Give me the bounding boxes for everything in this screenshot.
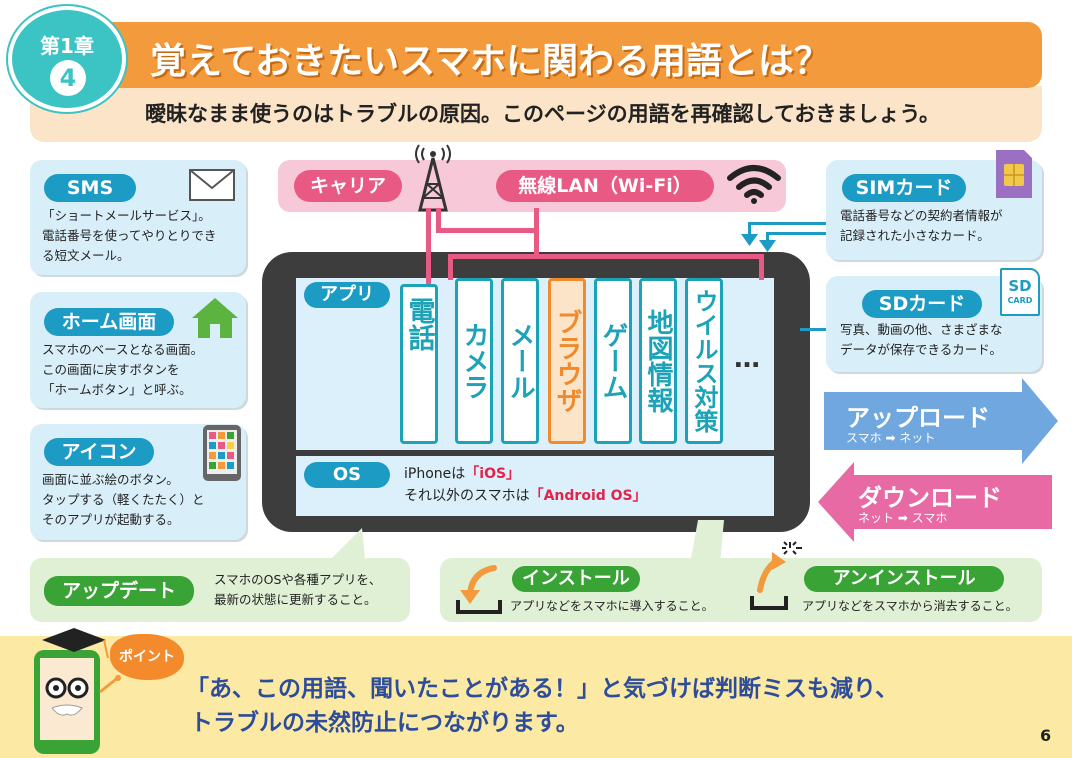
os-label: OS (304, 462, 390, 488)
wifi-label: 無線LAN（Wi-Fi） (496, 170, 714, 202)
update-desc-1: スマホのOSや各種アプリを、 (214, 572, 382, 587)
sms-card: SMS 「ショートメールサービス」。 電話番号を使ってやりとりでき る短文メール… (30, 160, 246, 275)
wifi-icon (727, 165, 781, 204)
sd-desc-1: 写真、動画の他、さまざまな (840, 322, 1003, 337)
sim-card-box: SIMカード 電話番号などの契約者情報が 記録された小さなカード。 (826, 150, 1042, 260)
sms-label: SMS (44, 174, 136, 202)
sms-desc-2: 電話番号を使ってやりとりでき (42, 228, 217, 243)
smartphone-mascot-icon (34, 628, 121, 754)
title-bar: 覚えておきたいスマホに関わる用語とは？ (80, 22, 1042, 88)
app-mail[interactable]: メール (501, 278, 539, 444)
smartphone-apps-icon (203, 425, 241, 481)
uninstall-label: アンインストール (804, 566, 1004, 592)
sd-card-icon: SD CARD (1000, 268, 1040, 316)
app-antivirus[interactable]: ウイルス対策 (685, 278, 723, 444)
point-badge (110, 634, 184, 680)
sd-card-box: SDカード SD CARD 写真、動画の他、さまざまな データが保存できるカード… (826, 268, 1042, 372)
sms-desc-1: 「ショートメールサービス」。 (42, 208, 211, 223)
app-phone[interactable]: 電話 (400, 284, 438, 444)
more-apps-ellipsis: … (734, 344, 760, 374)
antenna-tower-icon (415, 144, 451, 212)
page-number: 6 (1040, 726, 1052, 745)
app-map[interactable]: 地図情報 (639, 278, 677, 444)
os-iphone-text: iPhoneは (404, 466, 466, 482)
app-camera[interactable]: カメラ (455, 278, 493, 444)
download-label: ダウンロード (858, 484, 1002, 512)
chapter-number: 4 (50, 60, 86, 96)
sim-label: SIMカード (842, 174, 966, 202)
app-game[interactable]: ゲーム (594, 278, 632, 444)
install-icon (456, 565, 502, 614)
sd-desc-2: データが保存できるカード。 (840, 342, 1003, 357)
point-line-1: 「あ、この用語、聞いたことがある！」と気づけば判断ミスも減り、 (186, 676, 899, 702)
upload-sub: スマホ ➡ ネット (846, 431, 936, 445)
download-sub: ネット ➡ スマホ (858, 511, 948, 525)
uninstall-icon (750, 541, 802, 610)
arrow-down-icon (759, 240, 776, 252)
icon-desc-1: 画面に並ぶ絵のボタン。 (42, 472, 179, 487)
home-label: ホーム画面 (44, 308, 174, 336)
sim-desc-1: 電話番号などの契約者情報が (840, 208, 1003, 223)
sim-card-icon (996, 150, 1032, 198)
update-desc-2: 最新の状態に更新すること。 (214, 592, 377, 607)
upload-arrow (824, 378, 1058, 464)
page-title: 覚えておきたいスマホに関わる用語とは？ (150, 41, 831, 82)
update-label: アップデート (44, 576, 194, 606)
arrow-down-icon (741, 234, 758, 246)
install-desc: アプリなどをスマホに導入すること。 (510, 599, 714, 613)
home-card: ホーム画面 スマホのベースとなる画面。 この画面に戻すボタンを 「ホームボタン」… (30, 292, 246, 408)
home-icon (192, 298, 238, 338)
os-ios-name: 「iOS」 (465, 466, 521, 482)
page-subtitle: 曖昧なまま使うのはトラブルの原因。このページの用語を再確認しておきましょう。 (145, 102, 941, 126)
home-desc-2: この画面に戻すボタンを (42, 362, 180, 377)
uninstall-desc: アプリなどをスマホから消去すること。 (802, 599, 1018, 613)
icon-desc-3: そのアプリが起動する。 (42, 512, 180, 527)
point-line-2: トラブルの未然防止につながります。 (190, 710, 579, 736)
icon-desc-2: タップする（軽くたたく）と (42, 492, 205, 507)
home-desc-1: スマホのベースとなる画面。 (42, 342, 204, 357)
os-android-name: 「Android OS」 (529, 488, 647, 504)
sim-desc-2: 記録された小さなカード。 (840, 228, 990, 243)
os-other-text: それ以外のスマホは (404, 488, 530, 504)
app-browser[interactable]: ブラウザ (548, 278, 586, 444)
point-badge-text: ポイント (119, 649, 175, 665)
subtitle-bar: 曖昧なまま使うのはトラブルの原因。このページの用語を再確認しておきましょう。 (30, 86, 1042, 142)
install-label: インストール (512, 566, 640, 592)
sms-desc-3: る短文メール。 (42, 248, 130, 263)
update-box: アップデート スマホのOSや各種アプリを、 最新の状態に更新すること。 (30, 558, 410, 622)
envelope-icon (189, 169, 235, 201)
upload-label: アップロード (846, 404, 990, 432)
install-box: インストール アプリなどをスマホに導入すること。 アンインストール アプリなどを… (440, 541, 1042, 622)
icon-card: アイコン 画面に並ぶ絵のボタン。 タップする（軽くたたく）と そのアプリが起動す… (30, 424, 246, 540)
icon-label: アイコン (44, 438, 154, 466)
download-arrow (818, 462, 1052, 542)
chapter-badge: 第1章 4 (8, 6, 126, 112)
app-label: アプリ (304, 282, 390, 308)
chapter-label: 第1章 (40, 34, 94, 58)
home-desc-3: 「ホームボタン」と呼ぶ。 (42, 382, 192, 397)
sd-label: SDカード (862, 290, 982, 318)
carrier-label: キャリア (294, 170, 402, 202)
